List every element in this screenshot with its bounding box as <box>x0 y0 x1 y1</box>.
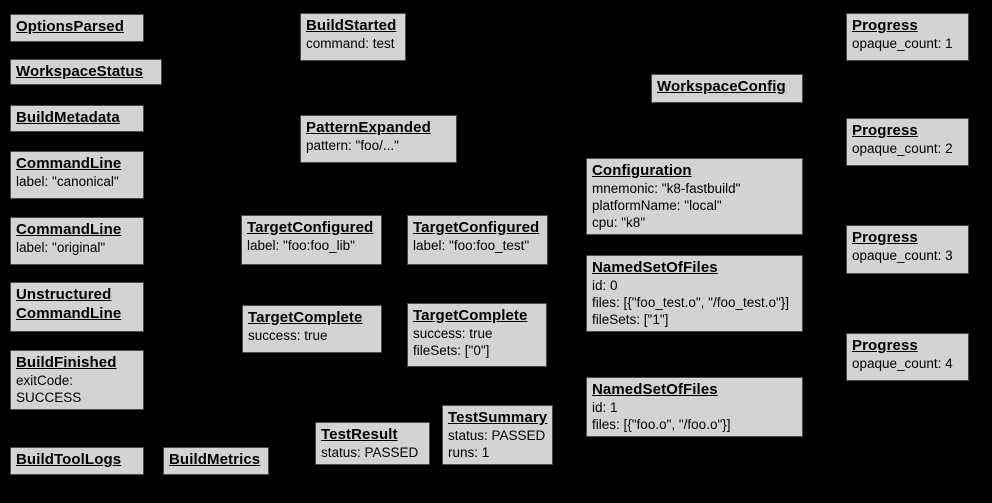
node-build-finished: BuildFinished exitCode: SUCCESS <box>10 350 144 410</box>
node-body: label: "foo:foo_lib" <box>247 238 355 253</box>
node-target-configured-foo-lib: TargetConfigured label: "foo:foo_lib" <box>241 215 382 265</box>
node-title: WorkspaceStatus <box>16 63 144 80</box>
node-title: TargetConfigured <box>413 219 540 236</box>
node-title: TargetComplete <box>413 307 528 324</box>
node-title: BuildStarted <box>306 17 397 34</box>
node-body: mnemonic: "k8-fastbuild" platformName: "… <box>592 181 741 230</box>
node-body: success: true <box>248 328 328 343</box>
node-title: CommandLine <box>16 155 122 172</box>
node-target-complete-foo-lib: TargetComplete success: true <box>242 305 382 353</box>
node-body: id: 0 files: [{"foo_test.o", "/foo_test.… <box>592 278 790 327</box>
node-body: pattern: "foo/..." <box>306 138 399 153</box>
node-configuration: Configuration mnemonic: "k8-fastbuild" p… <box>586 158 803 235</box>
node-unstructured-command-line: Unstructured CommandLine <box>10 282 144 332</box>
node-build-started: BuildStarted command: test <box>300 13 406 61</box>
node-progress-2: Progress opaque_count: 2 <box>846 118 969 166</box>
node-title: OptionsParsed <box>16 18 124 35</box>
node-title: TargetComplete <box>248 309 363 326</box>
node-workspace-config: WorkspaceConfig <box>651 74 803 103</box>
node-title: BuildMetrics <box>169 451 261 468</box>
node-title: Progress <box>852 229 918 246</box>
node-command-line-original: CommandLine label: "original" <box>10 217 144 265</box>
node-build-metrics: BuildMetrics <box>163 447 269 475</box>
node-body: opaque_count: 2 <box>852 141 953 156</box>
node-title: Unstructured CommandLine <box>16 286 122 322</box>
node-body: success: true fileSets: ["0"] <box>413 326 493 358</box>
node-title: BuildMetadata <box>16 109 120 126</box>
node-title: NamedSetOfFiles <box>592 381 718 398</box>
node-test-result: TestResult status: PASSED <box>315 422 430 465</box>
node-target-complete-foo-test: TargetComplete success: true fileSets: [… <box>407 303 547 367</box>
node-command-line-canonical: CommandLine label: "canonical" <box>10 151 144 199</box>
node-progress-1: Progress opaque_count: 1 <box>846 13 969 61</box>
node-body: id: 1 files: [{"foo.o", "/foo.o"}] <box>592 400 731 432</box>
node-body: opaque_count: 4 <box>852 356 953 371</box>
node-title: Configuration <box>592 162 692 179</box>
node-title: PatternExpanded <box>306 119 431 136</box>
node-title: BuildFinished <box>16 354 117 371</box>
node-build-metadata: BuildMetadata <box>10 105 144 132</box>
node-title: Progress <box>852 122 918 139</box>
node-title: Progress <box>852 337 918 354</box>
node-test-summary: TestSummary status: PASSED runs: 1 <box>442 405 553 465</box>
node-named-set-of-files-0: NamedSetOfFiles id: 0 files: [{"foo_test… <box>586 255 803 332</box>
node-progress-3: Progress opaque_count: 3 <box>846 225 969 274</box>
node-title: TestSummary <box>448 409 548 426</box>
node-workspace-status: WorkspaceStatus <box>10 59 162 85</box>
node-title: NamedSetOfFiles <box>592 259 718 276</box>
node-named-set-of-files-1: NamedSetOfFiles id: 1 files: [{"foo.o", … <box>586 377 803 437</box>
node-options-parsed: OptionsParsed <box>10 14 144 42</box>
node-body: opaque_count: 1 <box>852 36 953 51</box>
node-title: TestResult <box>321 426 398 443</box>
node-body: status: PASSED <box>321 445 419 460</box>
node-target-configured-foo-test: TargetConfigured label: "foo:foo_test" <box>407 215 548 265</box>
node-body: exitCode: SUCCESS <box>16 373 82 405</box>
node-build-tool-logs: BuildToolLogs <box>10 447 144 475</box>
node-body: label: "canonical" <box>16 174 119 189</box>
node-title: WorkspaceConfig <box>657 78 786 95</box>
node-body: opaque_count: 3 <box>852 248 953 263</box>
node-body: command: test <box>306 36 395 51</box>
node-body: status: PASSED runs: 1 <box>448 428 546 460</box>
node-pattern-expanded: PatternExpanded pattern: "foo/..." <box>300 115 457 163</box>
node-title: TargetConfigured <box>247 219 374 236</box>
node-title: CommandLine <box>16 221 122 238</box>
node-body: label: "foo:foo_test" <box>413 238 530 253</box>
node-body: label: "original" <box>16 240 106 255</box>
node-title: Progress <box>852 17 918 34</box>
node-progress-4: Progress opaque_count: 4 <box>846 333 969 381</box>
node-title: BuildToolLogs <box>16 451 122 468</box>
